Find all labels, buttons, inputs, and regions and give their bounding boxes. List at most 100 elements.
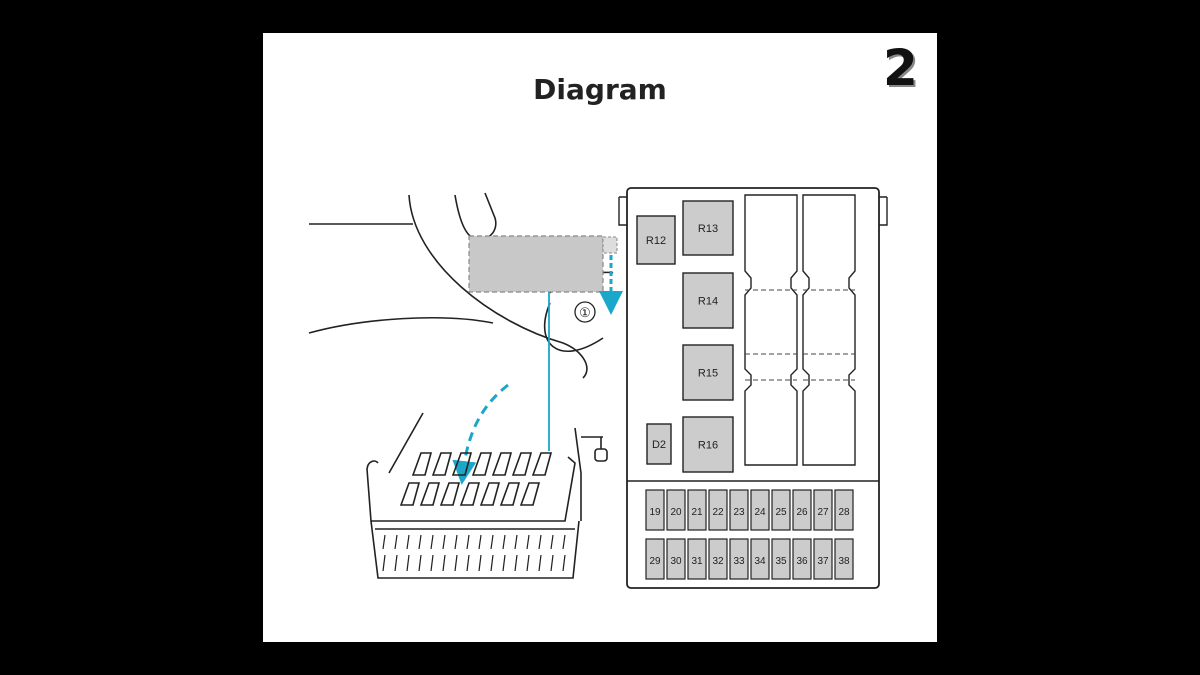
step-marker-circle bbox=[574, 301, 596, 323]
tray-slot bbox=[499, 482, 521, 506]
relay-label: R13 bbox=[698, 223, 718, 235]
tray-slot bbox=[439, 482, 461, 506]
fuse-label: 19 bbox=[649, 507, 661, 518]
fuse-label: 29 bbox=[649, 556, 661, 567]
fuse-label: 26 bbox=[796, 507, 808, 518]
tray-vent bbox=[382, 534, 386, 550]
tray-slot bbox=[399, 482, 421, 506]
fuse-19 bbox=[645, 489, 665, 531]
fuse-label: 33 bbox=[733, 556, 745, 567]
fuse-label: 34 bbox=[754, 556, 766, 567]
tray-vent bbox=[514, 554, 518, 572]
install-arrow bbox=[452, 383, 509, 485]
fuse-label: 37 bbox=[817, 556, 829, 567]
tray-vent bbox=[418, 534, 422, 550]
tray-slot bbox=[459, 482, 481, 506]
tray-vent bbox=[538, 534, 542, 550]
tray-vent bbox=[490, 554, 494, 572]
relay-r15 bbox=[682, 344, 734, 401]
tray-vent bbox=[562, 534, 566, 550]
fuse-label: 38 bbox=[838, 556, 850, 567]
tray-slot bbox=[419, 482, 441, 506]
tray-vent bbox=[406, 554, 410, 572]
fuse-holder-tray bbox=[366, 412, 608, 579]
tray-vent bbox=[526, 554, 530, 572]
fuse-label: 24 bbox=[754, 507, 766, 518]
fuse-22 bbox=[708, 489, 728, 531]
fuse-label: 22 bbox=[712, 507, 724, 518]
fuse-label: 23 bbox=[733, 507, 745, 518]
tray-vent bbox=[478, 534, 482, 550]
tray-vent bbox=[418, 554, 422, 572]
tray-slot bbox=[431, 452, 453, 476]
fuse-30 bbox=[666, 538, 686, 580]
fuse-cover-highlight bbox=[468, 235, 604, 293]
tray-vent bbox=[430, 554, 434, 572]
tray-vent bbox=[466, 534, 470, 550]
diode-label: D2 bbox=[652, 439, 666, 451]
fuse-label: 35 bbox=[775, 556, 787, 567]
tray-vent bbox=[538, 554, 542, 572]
relay-label: R15 bbox=[698, 368, 718, 380]
fuse-21 bbox=[687, 489, 707, 531]
fuse-label: 21 bbox=[691, 507, 703, 518]
tray-vent bbox=[550, 534, 554, 550]
fuse-label: 31 bbox=[691, 556, 703, 567]
tray-slot bbox=[519, 482, 541, 506]
tray-vent bbox=[490, 534, 494, 550]
tray-vent bbox=[550, 554, 554, 572]
tray-vent bbox=[382, 554, 386, 572]
cover-clip-icon bbox=[602, 236, 618, 254]
page-number-badge: 2 bbox=[883, 39, 918, 97]
tray-slot bbox=[531, 452, 553, 476]
tray-vent bbox=[442, 534, 446, 550]
relay-r12 bbox=[636, 215, 676, 265]
fuse-label: 25 bbox=[775, 507, 787, 518]
fuse-26 bbox=[792, 489, 812, 531]
fuse-20 bbox=[666, 489, 686, 531]
relay-r16 bbox=[682, 416, 734, 473]
fuse-28 bbox=[834, 489, 854, 531]
fuse-24 bbox=[750, 489, 770, 531]
connector-column-2 bbox=[802, 194, 856, 466]
fuse-38 bbox=[834, 538, 854, 580]
fuse-33 bbox=[729, 538, 749, 580]
tray-vent bbox=[514, 534, 518, 550]
fuse-36 bbox=[792, 538, 812, 580]
fuse-31 bbox=[687, 538, 707, 580]
tray-slot bbox=[511, 452, 533, 476]
fuse-37 bbox=[813, 538, 833, 580]
tray-vent bbox=[562, 554, 566, 572]
connector-columns bbox=[744, 194, 856, 466]
tray-vent bbox=[502, 554, 506, 572]
fuse-label: 36 bbox=[796, 556, 808, 567]
fuse-label: 27 bbox=[817, 507, 829, 518]
tray-vent bbox=[466, 554, 470, 572]
tray-slot bbox=[491, 452, 513, 476]
relay-label: R12 bbox=[646, 235, 666, 247]
tray-slot bbox=[471, 452, 493, 476]
relay-label: R14 bbox=[698, 296, 718, 308]
fuse-label: 30 bbox=[670, 556, 682, 567]
tray-vent bbox=[430, 534, 434, 550]
tray-vent bbox=[394, 534, 398, 550]
tray-vent bbox=[406, 534, 410, 550]
tray-vent bbox=[394, 554, 398, 572]
tray-slot bbox=[479, 482, 501, 506]
diagram-panel: Diagram 2 ① bbox=[263, 33, 937, 642]
tray-vent bbox=[502, 534, 506, 550]
fuse-35 bbox=[771, 538, 791, 580]
tray-vent bbox=[526, 534, 530, 550]
fuse-label: 32 bbox=[712, 556, 724, 567]
fuse-23 bbox=[729, 489, 749, 531]
fuse-25 bbox=[771, 489, 791, 531]
tray-vent bbox=[454, 554, 458, 572]
relay-r14 bbox=[682, 272, 734, 329]
tray-vent bbox=[454, 534, 458, 550]
fuse-label: 28 bbox=[838, 507, 850, 518]
step-marker: ① bbox=[579, 305, 591, 320]
fuse-label: 20 bbox=[670, 507, 682, 518]
